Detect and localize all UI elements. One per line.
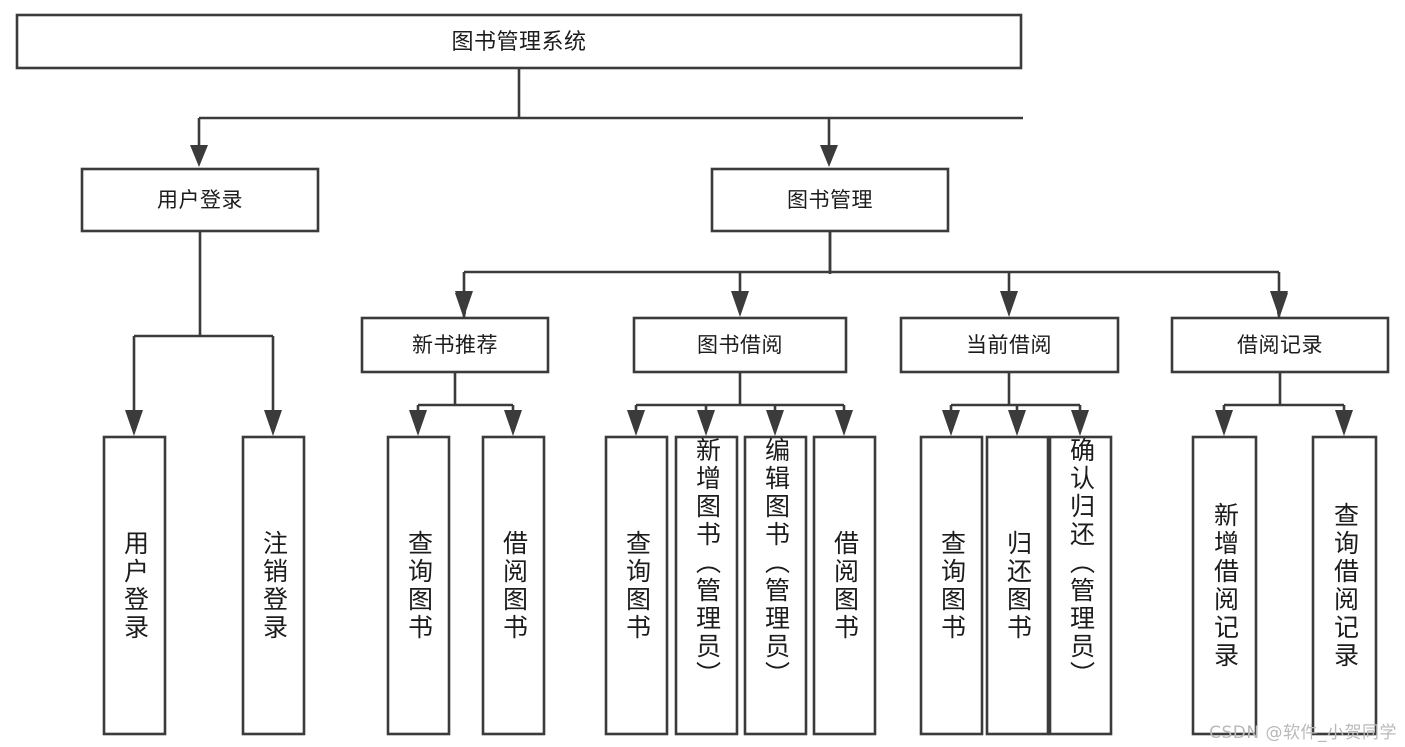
arrow-l3-1	[455, 291, 473, 317]
leaf-box-book-borrow-2[interactable]	[674, 435, 739, 736]
node-new-book-label: 新书推荐	[412, 333, 498, 357]
leaf-box-new-book-2[interactable]	[481, 435, 546, 736]
node-current-borrow-label: 当前借阅	[966, 333, 1052, 357]
leaf-box-borrow-record-1[interactable]	[1191, 435, 1258, 736]
node-book-borrow-box[interactable]	[632, 316, 848, 374]
node-user-login[interactable]: 用户登录	[80, 167, 320, 233]
arrow-bb-leaf-3	[766, 410, 784, 436]
arrow-cb-leaf-1	[942, 410, 960, 436]
node-book-management[interactable]: 图书管理	[710, 167, 950, 233]
node-borrow-record-box[interactable]	[1170, 316, 1390, 374]
arrow-l3-2	[731, 291, 749, 317]
node-current-borrow-box[interactable]	[899, 316, 1120, 374]
node-book-management-box[interactable]	[710, 167, 950, 233]
arrow-bb-leaf-1	[627, 410, 645, 436]
node-book-borrow-label: 图书借阅	[697, 333, 783, 357]
csdn-watermark: CSDN @软件_小贺同学	[1209, 723, 1397, 743]
node-root-label: 图书管理系统	[451, 30, 586, 55]
node-borrow-record-label: 借阅记录	[1237, 333, 1323, 357]
arrow-l3-3	[1000, 291, 1018, 317]
arrow-bb-leaf-4	[835, 410, 853, 436]
node-borrow-record[interactable]: 借阅记录	[1170, 316, 1390, 374]
arrow-l3-4	[1270, 291, 1288, 317]
node-book-borrow[interactable]: 图书借阅	[632, 316, 848, 374]
node-current-borrow[interactable]: 当前借阅	[899, 316, 1120, 374]
leaf-box-user-login-2[interactable]	[241, 435, 306, 736]
leaf-box-book-borrow-4[interactable]	[812, 435, 877, 736]
arrow-to-user-login	[190, 145, 208, 167]
leaf-box-current-borrow-1[interactable]	[919, 435, 984, 736]
leaf-box-book-borrow-3[interactable]	[743, 435, 808, 736]
arrow-new-book-leaf-1	[409, 410, 427, 436]
arrow-br-leaf-1	[1215, 410, 1233, 436]
arrow-br-leaf-2	[1335, 410, 1353, 436]
leaf-box-current-borrow-2[interactable]	[985, 435, 1050, 736]
leaf-box-user-login-1[interactable]	[102, 435, 167, 736]
node-new-book[interactable]: 新书推荐	[360, 316, 550, 374]
arrow-to-book-mgmt	[820, 145, 838, 167]
node-root[interactable]: 图书管理系统	[15, 13, 1023, 70]
leaf-box-current-borrow-3[interactable]	[1048, 435, 1113, 736]
node-root-box[interactable]	[15, 13, 1023, 70]
arrow-new-book-leaf-2	[504, 410, 522, 436]
bus-mask	[466, 274, 1277, 360]
arrow-user-login-leaf-1	[125, 410, 143, 436]
arrow-bb-leaf-2	[697, 410, 715, 436]
node-user-login-label: 用户登录	[157, 188, 243, 212]
leaf-box-borrow-record-2[interactable]	[1311, 435, 1378, 736]
arrow-cb-leaf-2	[1008, 410, 1026, 436]
node-book-management-label: 图书管理	[787, 188, 873, 212]
leaf-box-book-borrow-1[interactable]	[604, 435, 669, 736]
leaf-box-new-book-1[interactable]	[386, 435, 451, 736]
arrow-user-login-leaf-2	[264, 410, 282, 436]
arrow-cb-leaf-3	[1071, 410, 1089, 436]
